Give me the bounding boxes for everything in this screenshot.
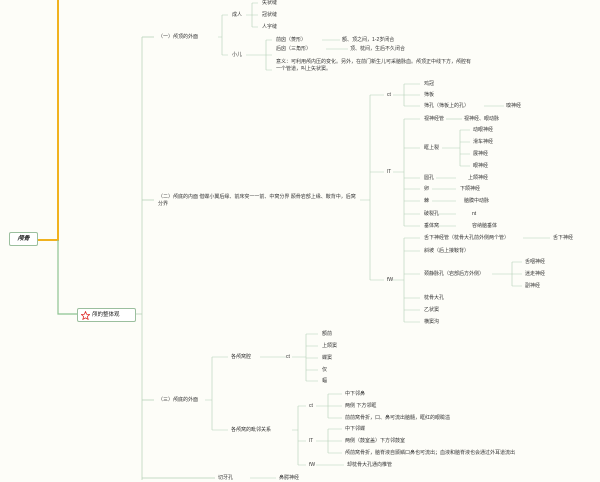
accessory-nerve-node[interactable]: 副神经 [525, 283, 541, 289]
glossopharyngeal-nerve-node[interactable]: 舌咽神经 [525, 259, 546, 265]
coronal-suture-node[interactable]: 冠状缝 [262, 12, 278, 18]
fossa-cavity-ct-node[interactable]: ct [286, 354, 290, 360]
vagus-nerve-node[interactable]: 迷走神经 [525, 271, 546, 277]
back-fontanelle-closure[interactable]: 顶、枕间，生后不久闭合 [350, 46, 406, 52]
back-fontanelle-node[interactable]: 后囟（三角形） [276, 46, 312, 52]
clivus-node[interactable]: 斜坡（后上接鞍背） [424, 248, 470, 254]
foramen-lacerum-note[interactable]: nt [472, 211, 477, 217]
front-fontanelle-node[interactable]: 前囟（菱形） [276, 37, 307, 43]
cavity-item-1[interactable]: 额前 [322, 331, 333, 337]
oculomotor-nerve-node[interactable]: 动眼神经 [473, 127, 494, 133]
nasopalatine-nerve-node[interactable]: 鼻腭神经 [279, 475, 300, 481]
front-fontanelle-closure[interactable]: 额、顶之间，1-2岁闭合 [342, 37, 395, 43]
relations-fw-node[interactable]: fW [309, 462, 316, 468]
cavity-item-2[interactable]: 上颌窦 [322, 343, 338, 349]
lambdoid-suture-node[interactable]: 人字缝 [262, 24, 278, 30]
child-node[interactable]: 小儿 [232, 52, 243, 58]
relations-lt-item-1[interactable]: 中下邻蝶 [345, 426, 366, 432]
fontanelle-note[interactable]: 意义：可利用颅内压的变化。另外，在前门新生儿可采脑脉血。颅顶正中线下方，颅腔有一… [276, 59, 472, 72]
relations-ct-item-1[interactable]: 中下邻鼻 [345, 391, 366, 397]
olfactory-nerve-node[interactable]: 嗅神经 [506, 103, 522, 109]
cribriform-plate-node[interactable]: 筛板 [424, 92, 435, 98]
jugular-foramen-node[interactable]: 颈静脉孔（岩部后方外侧） [424, 271, 485, 277]
foramen-magnum-node[interactable]: 枕骨大孔 [424, 295, 445, 301]
abducens-nerve-node[interactable]: 展神经 [473, 151, 489, 157]
relations-lt-node[interactable]: lT [309, 438, 314, 444]
maxillary-nerve-node[interactable]: 上颌神经 [468, 175, 489, 181]
section-3-title[interactable]: （三）颅底的外面 [158, 397, 199, 403]
relations-ct-node[interactable]: ct [309, 403, 313, 409]
root-node[interactable]: 颅骨 [9, 232, 38, 246]
cavity-item-4[interactable]: 仅 [322, 367, 328, 373]
posterior-fossa-node[interactable]: fW [387, 277, 394, 283]
section-2-title[interactable]: （二）颅底的内面 借蝶小翼后缘、前床突一一前、中窝分界 颞骨岩部上缘、鞍背中，后… [158, 194, 356, 207]
ophthalmic-nerve-node[interactable]: 眼神经 [473, 163, 489, 169]
section-1-title[interactable]: （一）颅顶的外面 [158, 34, 199, 40]
fossa-cavity-node[interactable]: 各颅窝腔 [231, 354, 252, 360]
topic-label: 颅的整体观 [92, 312, 120, 318]
relations-lt-item-3[interactable]: 颅前窝骨折，脑脊液自颞鳞口鼻也可流出；血液和脑脊液也会通过外耳道流出 [345, 450, 516, 456]
cribriform-foramina-node[interactable]: 筛孔（筛板上的孔） [424, 103, 470, 109]
incisive-foramen-node[interactable]: 切牙孔 [218, 475, 234, 481]
optic-canal-node[interactable]: 视神经管 [424, 116, 445, 122]
sagittal-suture-node[interactable]: 矢状缝 [262, 0, 278, 6]
foramen-lacerum-node[interactable]: 破裂孔 [424, 211, 440, 217]
middle-meningeal-artery-node[interactable]: 脑膜中动脉 [464, 198, 490, 204]
transverse-sinus-node[interactable]: 横窦沟 [424, 319, 440, 325]
crista-galli-node[interactable]: 鸡冠 [424, 81, 435, 87]
optic-canal-content[interactable]: 视神经、眼动脉 [464, 116, 500, 122]
foramen-ovale-node[interactable]: 卵 [424, 186, 430, 192]
hypophyseal-fossa-node[interactable]: 垂体窝 [424, 223, 440, 229]
topic-node-overall-view[interactable]: 颅的整体观 [77, 308, 136, 322]
hypoglossal-nerve-node[interactable]: 舌下神经 [553, 235, 574, 241]
adult-node[interactable]: 成人 [232, 12, 243, 18]
cavity-item-5[interactable]: 蝠 [322, 378, 328, 384]
star-icon [81, 311, 90, 320]
superior-orbital-fissure-node[interactable]: 眶上裂 [424, 145, 440, 151]
relations-fw-item[interactable]: 却枕骨大孔通向椎管 [347, 462, 393, 468]
relations-ct-item-3[interactable]: 前前窝骨折，口、鼻可流出脑髓，眶红的眼瞼溢 [345, 415, 451, 421]
hypophyseal-fossa-note[interactable]: 容纳脑垂体 [472, 223, 498, 229]
hypoglossal-canal-node[interactable]: 舌下神经管（枕骨大孔前外侧两个管） [424, 235, 510, 241]
foramen-spinosum-node[interactable]: 棘 [424, 198, 430, 204]
sigmoid-sinus-node[interactable]: 乙状窦 [424, 307, 440, 313]
relations-lt-item-2[interactable]: 两侧（鼓室盖）下方邻鼓室 [345, 438, 406, 444]
relations-ct-item-2[interactable]: 两侧 下方邻眶 [345, 403, 377, 409]
anterior-fossa-node[interactable]: ct [387, 92, 391, 98]
cavity-item-3[interactable]: 蝶窦 [322, 355, 333, 361]
trochlear-nerve-node[interactable]: 滑车神经 [473, 139, 494, 145]
middle-fossa-node[interactable]: lT [387, 169, 392, 175]
fossa-relations-node[interactable]: 各颅窝的毗邻关系 [231, 427, 272, 433]
foramen-rotundum-node[interactable]: 圆孔 [424, 175, 435, 181]
mandibular-nerve-node[interactable]: 下颌神经 [460, 186, 481, 192]
